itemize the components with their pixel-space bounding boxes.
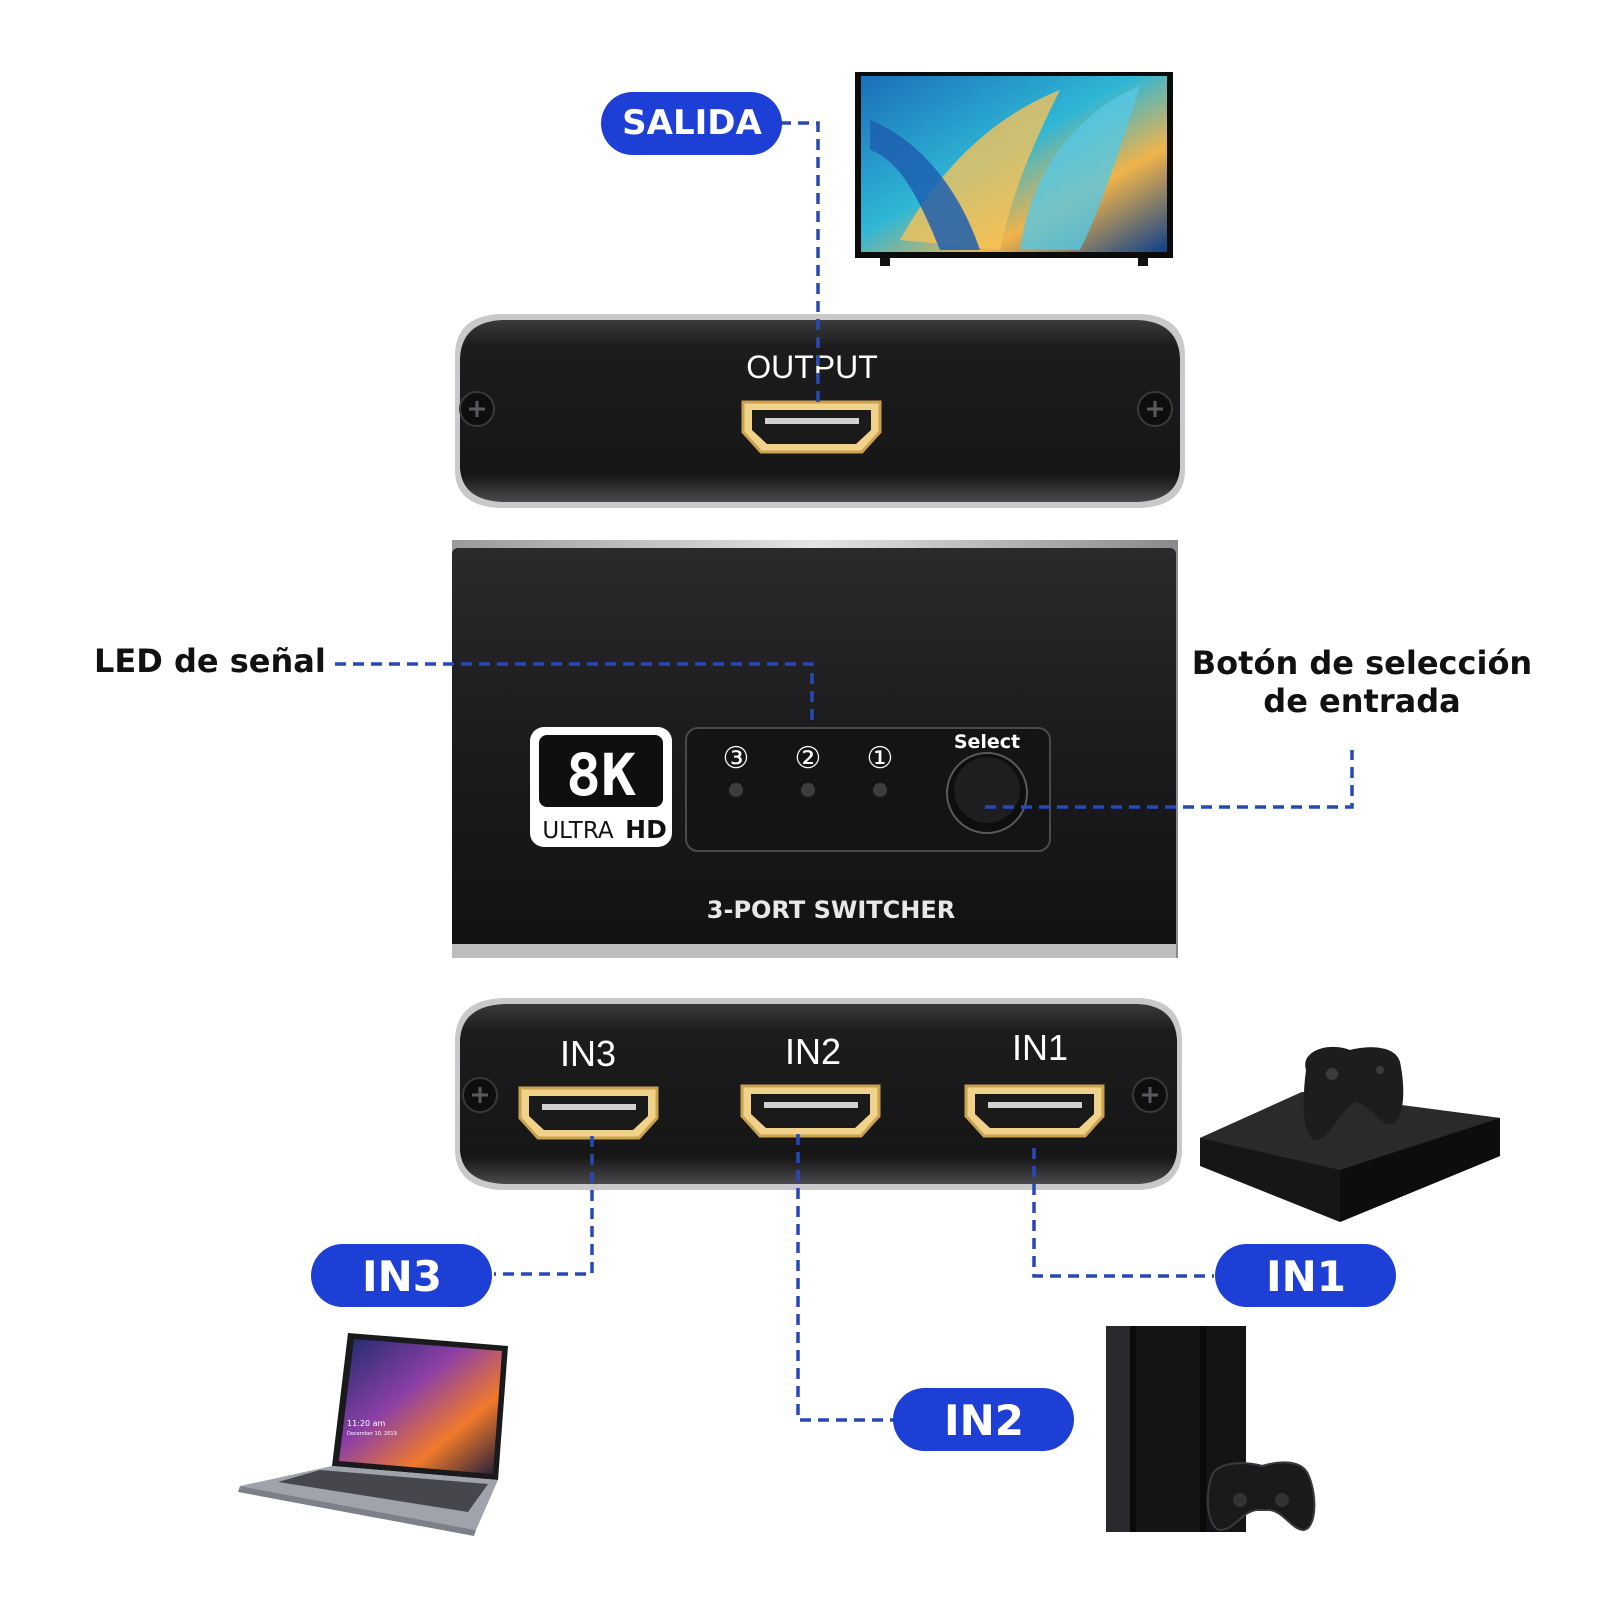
led-signal-label: LED de señal [94, 642, 326, 680]
select-label: Select [954, 731, 1020, 753]
port-label-in2: IN2 [785, 1031, 841, 1072]
led-2-label: ② [795, 741, 822, 776]
tv-icon [855, 72, 1173, 266]
screw-icon [1132, 1077, 1168, 1113]
led-3-label: ③ [723, 741, 750, 776]
led-1-label: ① [867, 741, 894, 776]
output-end-plate: OUTPUT [455, 314, 1185, 508]
input-end-plate: IN3 IN2 IN1 [455, 998, 1182, 1190]
select-button[interactable] [946, 752, 1028, 834]
port-label-output: OUTPUT [746, 349, 878, 385]
in3-pill: IN3 [311, 1244, 492, 1307]
hdmi-port-in3[interactable] [518, 1086, 659, 1140]
select-button-label-line2: de entrada [1263, 682, 1460, 720]
in3-label: IN3 [362, 1252, 442, 1301]
salida-pill: SALIDA [601, 92, 782, 155]
in2-pill: IN2 [893, 1388, 1074, 1451]
salida-label: SALIDA [622, 103, 762, 143]
screw-icon [459, 391, 495, 427]
connector-salida [780, 121, 820, 408]
xbox-console-icon [1200, 1046, 1500, 1222]
badge-ultra-text: ULTRA [542, 818, 614, 844]
switch-front-panel: 8K ULTRA HD ③ ② ① Select 3-PORT SWITCHER [452, 540, 1178, 958]
ps4-console-icon [1106, 1326, 1316, 1532]
port-label-in3: IN3 [560, 1033, 616, 1074]
led-2-indicator [801, 783, 815, 797]
badge-hd-text: HD [625, 815, 667, 844]
led-3-indicator [729, 783, 743, 797]
screw-icon [1137, 391, 1173, 427]
in1-label: IN1 [1266, 1252, 1346, 1301]
8k-ultra-hd-badge: 8K ULTRA HD [530, 727, 672, 847]
model-label: 3-PORT SWITCHER [707, 896, 955, 924]
port-label-in1: IN1 [1012, 1027, 1068, 1068]
in1-pill: IN1 [1215, 1244, 1396, 1307]
laptop-icon: 11:20 am December 10, 2019 [238, 1333, 508, 1536]
connector-in3 [494, 1136, 594, 1276]
led-1-indicator [873, 783, 887, 797]
badge-8k-text: 8K [566, 741, 636, 809]
select-button-label-line1: Botón de selección [1192, 644, 1532, 682]
connector-lines [335, 121, 1354, 1422]
connector-in2 [796, 1134, 894, 1422]
connector-led [335, 662, 814, 728]
hdmi-port-output[interactable] [741, 400, 882, 454]
screw-icon [462, 1077, 498, 1113]
laptop-time: 11:20 am [347, 1419, 386, 1428]
in2-label: IN2 [944, 1396, 1024, 1445]
hdmi-port-in1[interactable] [964, 1084, 1105, 1138]
connector-in1 [1032, 1148, 1214, 1278]
hdmi-port-in2[interactable] [740, 1084, 881, 1138]
laptop-date: December 10, 2019 [347, 1431, 397, 1437]
xbox-controller-icon [1303, 1046, 1404, 1140]
connector-select [985, 750, 1354, 809]
led-select-panel: ③ ② ① Select [685, 727, 1051, 852]
ps4-controller-icon [1206, 1461, 1316, 1532]
